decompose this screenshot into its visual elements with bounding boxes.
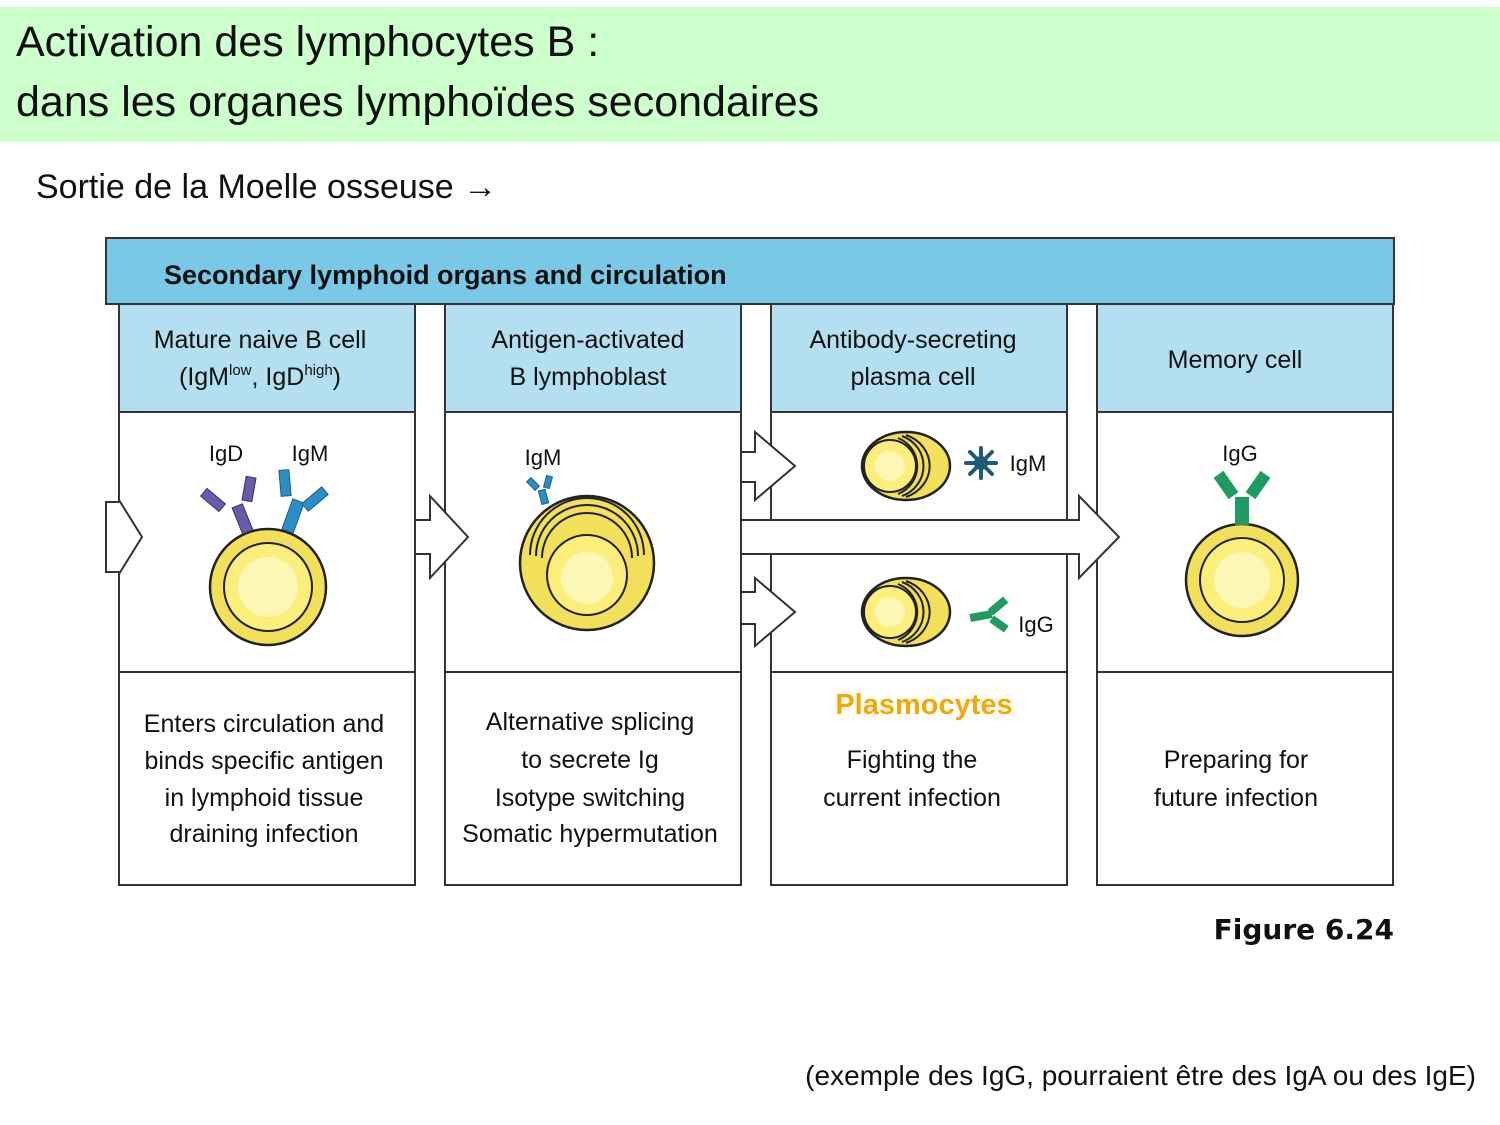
plasmocytes-label: Plasmocytes [835, 689, 1012, 721]
igm-receptor-icon [278, 469, 329, 534]
column-4-header-box [1096, 303, 1394, 413]
column-1 [118, 303, 416, 886]
title-bar [0, 7, 1500, 142]
column-1-text-box [118, 671, 416, 886]
column-1-header-box [118, 303, 416, 413]
diagram-header-text: Secondary lymphoid organs and circulatio… [164, 260, 727, 290]
column-2-desc-line-3: Isotype switching [495, 784, 685, 812]
igm-label-col1: IgM [292, 441, 329, 466]
column-1-desc-line-1: Enters circulation and [144, 710, 384, 738]
igg-receptor-icon [1213, 470, 1271, 525]
igg-label-col3: IgG [1018, 612, 1053, 637]
figure-label: Figure 6.24 [1213, 913, 1394, 946]
arrow-col1-col2 [414, 493, 470, 581]
column-2-title-line-1: Antigen-activated [491, 326, 684, 354]
column-1-desc-line-4: draining infection [169, 820, 358, 848]
diagram-header [105, 237, 1395, 305]
igd-label: IgD [209, 441, 243, 466]
igm-label-col3: IgM [1010, 451, 1047, 476]
column-2-desc-line-1: Alternative splicing [486, 708, 694, 736]
footnote: (exemple des IgG, pourraient être des Ig… [805, 1060, 1476, 1091]
lymphoblast: IgM [518, 445, 656, 632]
column-2 [444, 303, 742, 886]
column-3-header-box [770, 303, 1068, 413]
column-4-desc-line-2: future infection [1154, 784, 1318, 812]
igm-small-receptor-icon [525, 474, 554, 506]
arrow-to-memory [740, 493, 1121, 581]
igg-label-col4: IgG [1222, 441, 1257, 466]
igm-label-col2: IgM [525, 445, 562, 470]
naive-b-cell: IgD IgM [199, 441, 329, 647]
arrow-in [105, 496, 144, 578]
memory-cell: IgG [1184, 441, 1300, 638]
column-4-title: Memory cell [1168, 346, 1303, 374]
plasma-cell-igg: IgG [860, 576, 1054, 648]
igm-pentamer-icon [964, 446, 998, 480]
igd-receptor-icon [199, 475, 257, 535]
plasma-cell-igm: IgM [860, 430, 1047, 502]
column-1-title-line-2: (IgMlow, IgDhigh) [179, 362, 341, 391]
column-3-desc-line-1: Fighting the [847, 746, 978, 774]
column-1-desc-line-2: binds specific antigen [144, 747, 383, 775]
column-4-desc-line-1: Preparing for [1164, 746, 1309, 774]
column-3-title-line-1: Antibody-secreting [809, 326, 1016, 354]
column-3-desc-line-2: current infection [823, 784, 1001, 812]
subtitle: Sortie de la Moelle osseuse → [36, 168, 498, 206]
igg-secreted-icon [969, 596, 1009, 633]
column-1-title-line-1: Mature naive B cell [154, 326, 367, 354]
column-4-text-box [1096, 671, 1394, 886]
column-2-desc-line-2: to secrete Ig [521, 746, 659, 774]
column-2-text-box [444, 671, 742, 886]
column-2-header-box [444, 303, 742, 413]
arrow-to-igg-plasma [740, 575, 797, 649]
column-1-desc-line-3: in lymphoid tissue [165, 784, 364, 812]
arrow-to-igm-plasma [740, 429, 797, 503]
slide-title-line-1: Activation des lymphocytes B : [16, 18, 600, 66]
column-2-desc-line-4: Somatic hypermutation [462, 820, 718, 848]
column-3-title-line-2: plasma cell [850, 363, 975, 391]
column-2-title-line-2: B lymphoblast [509, 363, 666, 391]
column-3-text-box [770, 671, 1068, 886]
naive-b-cell-highlight [238, 557, 298, 617]
slide-title-line-2: dans les organes lymphoïdes secondaires [16, 78, 820, 126]
